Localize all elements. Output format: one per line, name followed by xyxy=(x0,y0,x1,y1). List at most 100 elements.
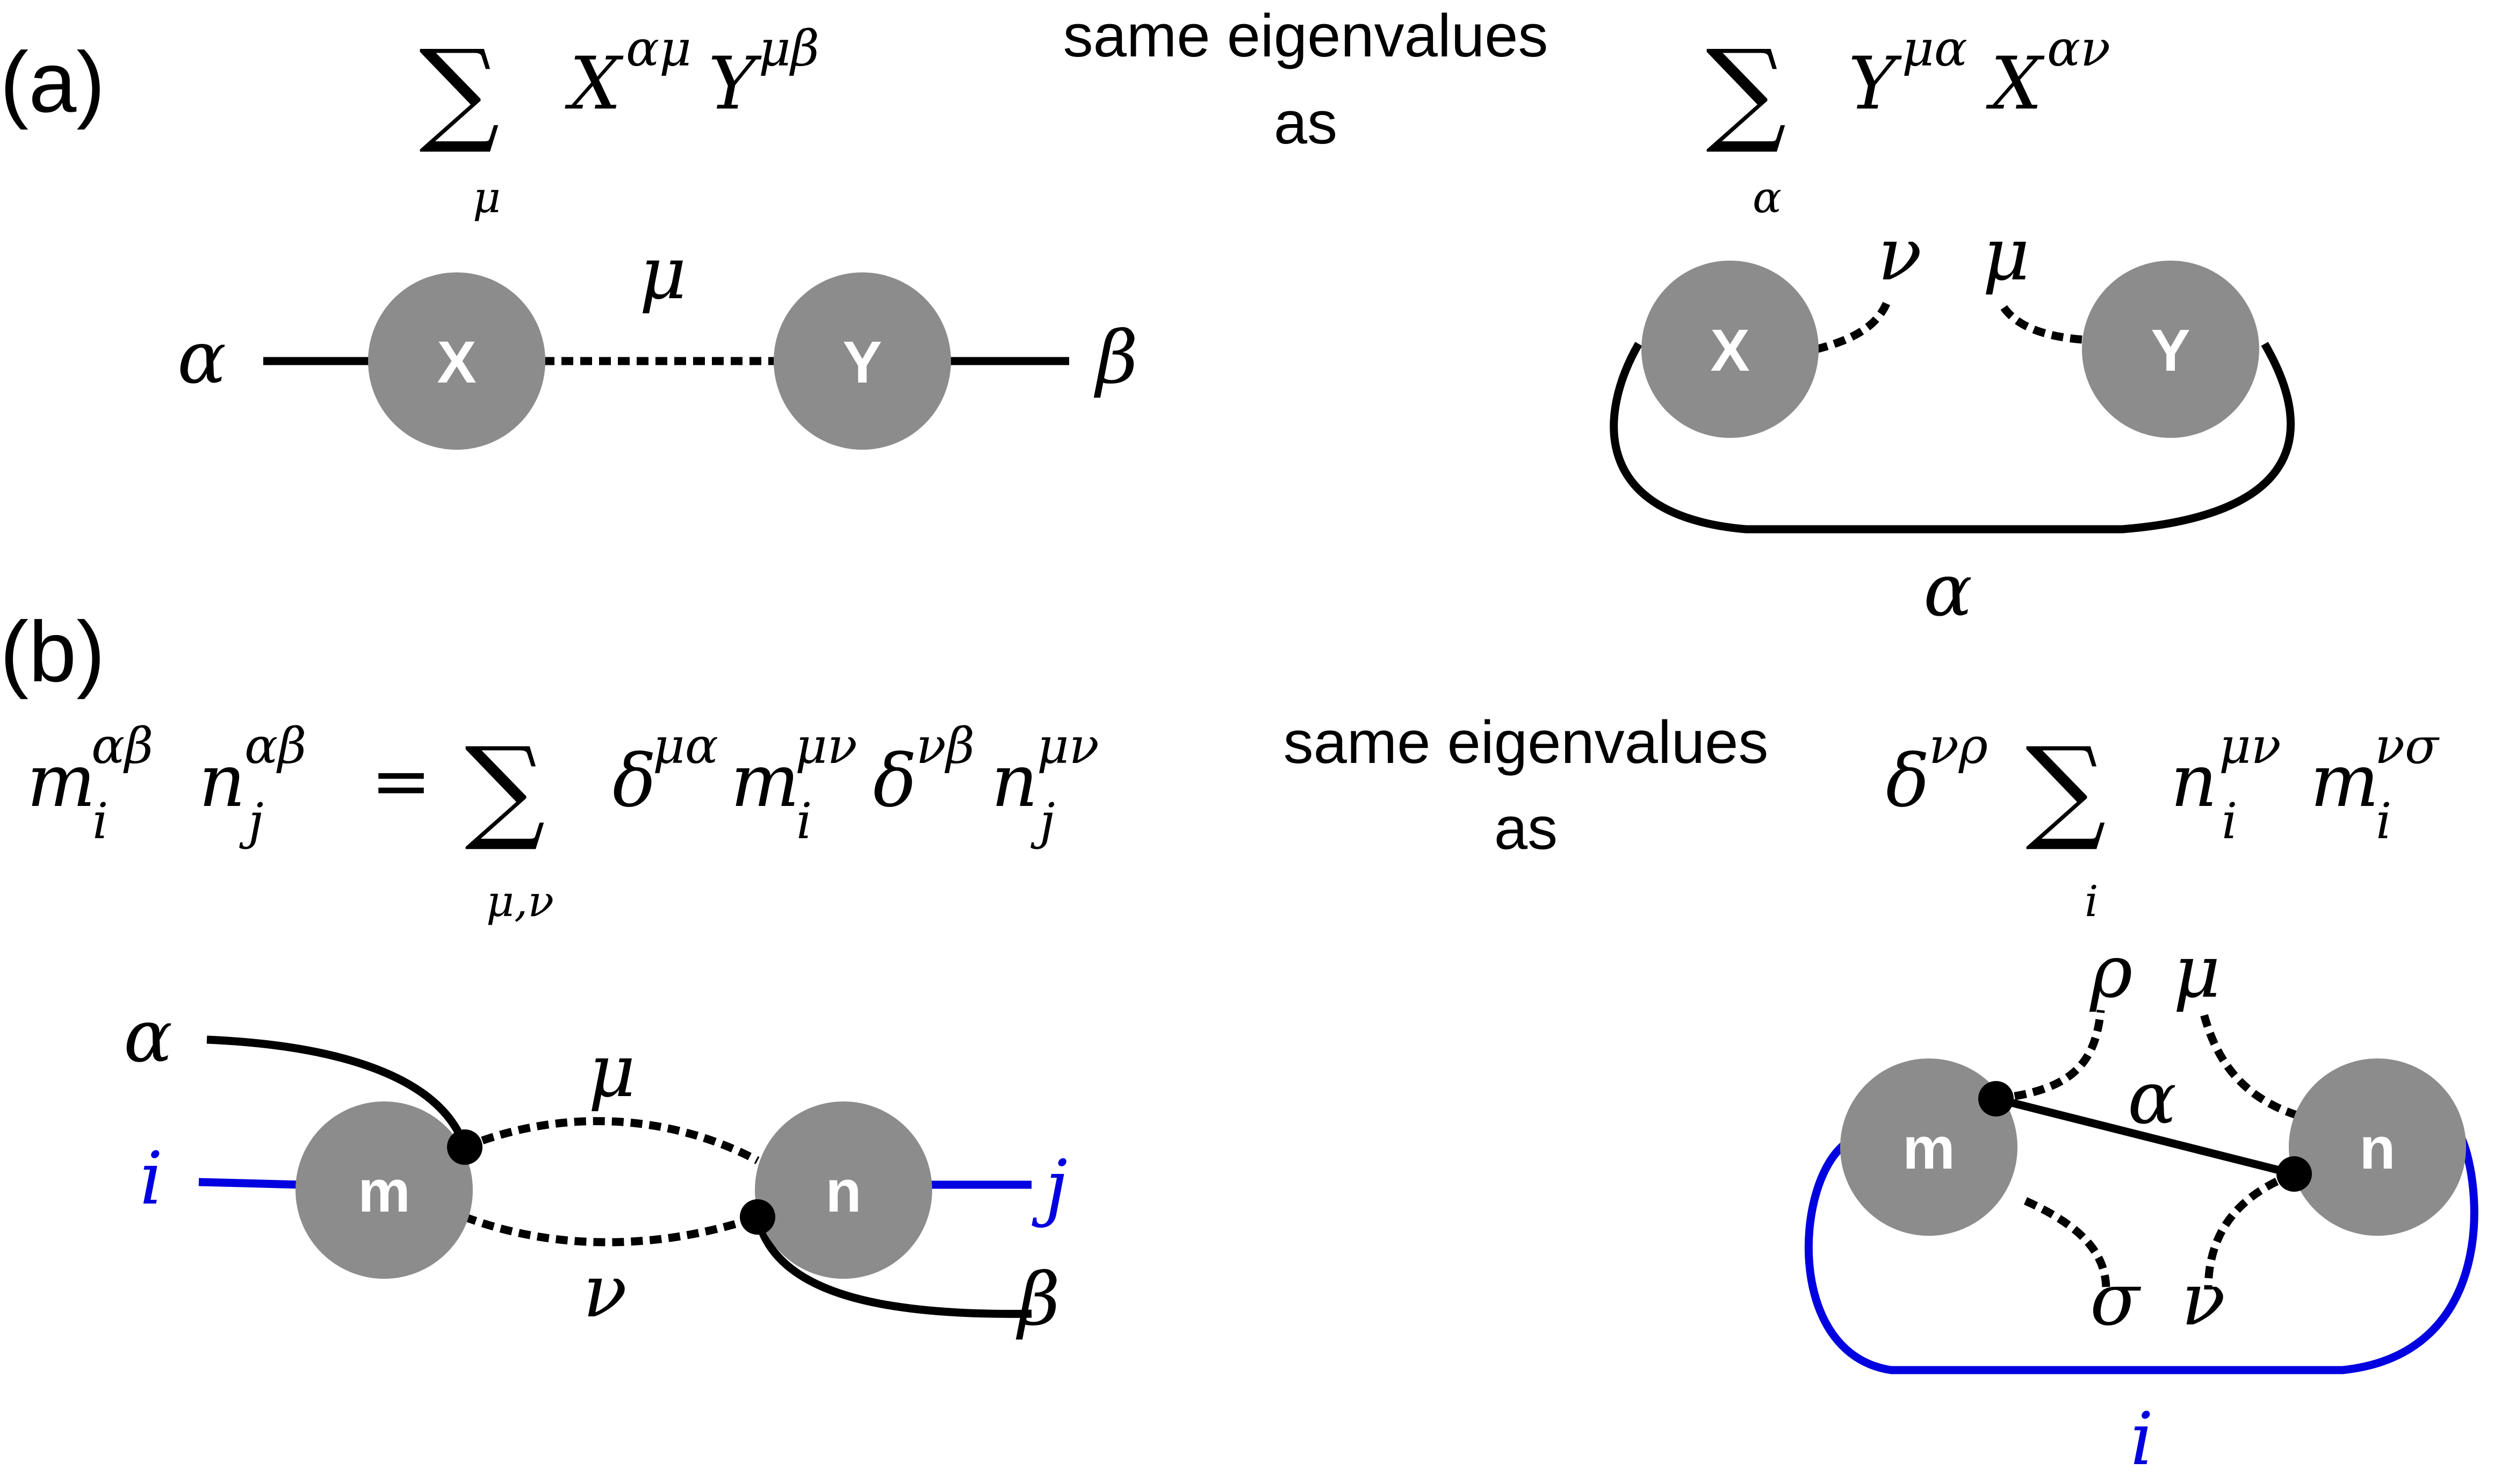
formula-base: δ xyxy=(612,739,656,823)
panel-b-middle-text-line2: as xyxy=(1494,795,1558,862)
loop-label: i xyxy=(2130,1397,2153,1481)
loop-label: α xyxy=(1923,548,1972,632)
tensor-node xyxy=(774,272,951,450)
tensor-node xyxy=(368,272,545,450)
node-label: n xyxy=(2359,1115,2395,1182)
leg-label: α xyxy=(177,315,226,400)
panel-b-left-formula: m αβ i n αβ j = ∑ μ,ν δ μα m μν i δ νβ n… xyxy=(27,717,1099,926)
sum-index: α xyxy=(1753,172,1782,222)
panel-a-right-diagram: X Y ν μ α xyxy=(1610,212,2295,632)
leg-line xyxy=(753,1216,1032,1318)
sum-sign: ∑ xyxy=(419,25,500,157)
tensor-node xyxy=(2289,1058,2466,1236)
leg-label: β xyxy=(1093,315,1138,400)
inner-bond-label: α xyxy=(2128,1056,2176,1140)
loop-line xyxy=(1610,342,2295,534)
sum-index: μ,ν xyxy=(486,876,554,926)
formula-base: δ xyxy=(1886,739,1929,823)
formula-base: m xyxy=(2310,739,2379,823)
node-label: X xyxy=(437,329,476,395)
bond-label: μ xyxy=(639,231,687,315)
leg-label: ν xyxy=(1878,212,1922,297)
bond-label: μ xyxy=(588,1029,636,1113)
blue-loop-line xyxy=(1804,1134,2478,1374)
leg-label: ν xyxy=(2181,1257,2225,1342)
formula-subscript: i xyxy=(2376,793,2391,850)
panel-b-right-diagram: m n ρ μ α σ ν i xyxy=(1804,930,2478,1481)
formula-base: X xyxy=(565,41,624,126)
open-dotted-leg xyxy=(2023,1197,2110,1290)
formula-superscript: μα xyxy=(653,717,718,775)
panel-b-right-formula: δ νρ ∑ i n μν i m νσ i xyxy=(1886,717,2440,926)
formula-base: n xyxy=(991,739,1038,823)
leg-label: i xyxy=(140,1136,163,1221)
formula-base: Y xyxy=(708,41,762,126)
sum-index: μ xyxy=(473,172,501,222)
leg-label: α xyxy=(124,994,172,1078)
panel-b-left-diagram: m n α i j β μ ν xyxy=(124,994,1068,1342)
junction-dot xyxy=(740,1199,775,1235)
tensor-node xyxy=(1840,1058,2017,1236)
sum-sign: ∑ xyxy=(465,723,545,854)
formula-base: Y xyxy=(1848,41,1902,126)
panel-a-left-formula: ∑ μ X αμ Y μβ xyxy=(419,20,819,222)
formula-base: δ xyxy=(873,739,917,823)
open-dotted-leg xyxy=(2204,1170,2296,1290)
node-label: m xyxy=(358,1158,410,1224)
formula-subscript: i xyxy=(2222,793,2237,850)
formula-superscript: μν xyxy=(2219,717,2281,775)
open-dotted-leg xyxy=(1995,1010,2105,1103)
node-label: Y xyxy=(842,329,882,395)
leg-label: ρ xyxy=(2089,930,2132,1014)
tensor-node xyxy=(295,1101,473,1279)
formula-superscript: μα xyxy=(1902,20,1967,77)
formula-base: m xyxy=(731,739,799,823)
formula-superscript: αβ xyxy=(244,717,306,775)
formula-superscript: νβ xyxy=(916,717,975,775)
leg-label: μ xyxy=(2173,930,2221,1014)
sum-sign: ∑ xyxy=(2026,723,2106,854)
leg-label: β xyxy=(1015,1257,1060,1342)
node-label: X xyxy=(1710,318,1749,384)
sum-index: i xyxy=(2085,876,2099,926)
formula-base: X xyxy=(1986,41,2045,126)
node-label: Y xyxy=(2151,318,2190,384)
sum-sign: ∑ xyxy=(1706,25,1786,157)
formula-superscript: μν xyxy=(795,717,857,775)
formula-base: n xyxy=(199,739,246,823)
formula-subscript: i xyxy=(92,793,108,850)
panel-a-middle-text-line2: as xyxy=(1274,89,1337,156)
equals-sign: = xyxy=(371,739,431,823)
formula-superscript: αν xyxy=(2047,20,2110,77)
bond-dotted xyxy=(463,1213,759,1247)
blue-leg-line xyxy=(198,1178,301,1189)
leg-label: μ xyxy=(1983,212,2030,297)
formula-base: m xyxy=(27,739,96,823)
tensor-node xyxy=(1641,261,1819,438)
node-label: n xyxy=(825,1158,861,1224)
formula-superscript: αβ xyxy=(91,717,153,775)
formula-superscript: νσ xyxy=(2375,717,2440,775)
panel-a-left-diagram: X Y α β μ xyxy=(177,231,1138,450)
tensor-node xyxy=(2082,261,2259,438)
node-label: m xyxy=(1902,1115,1955,1182)
panel-b-label: (b) xyxy=(0,603,105,700)
junction-dot xyxy=(2276,1156,2312,1192)
formula-superscript: νρ xyxy=(1929,717,1988,775)
open-dotted-leg xyxy=(1998,301,2082,344)
leg-line xyxy=(206,1035,469,1149)
panel-a-middle-text-line1: same eigenvalues xyxy=(1063,2,1548,69)
formula-superscript: αμ xyxy=(626,20,691,77)
open-dotted-leg xyxy=(2199,1009,2317,1125)
panel-a-label: (a) xyxy=(0,34,105,130)
junction-dot xyxy=(447,1129,482,1165)
leg-label: j xyxy=(1032,1144,1068,1229)
formula-superscript: μβ xyxy=(759,20,819,77)
bond-dotted xyxy=(463,1117,760,1164)
junction-dot xyxy=(1978,1081,2014,1116)
bond-label: ν xyxy=(583,1249,627,1334)
open-dotted-leg xyxy=(1815,297,1893,354)
formula-superscript: μν xyxy=(1037,717,1099,775)
panel-b-middle-text-line1: same eigenvalues xyxy=(1284,709,1769,776)
